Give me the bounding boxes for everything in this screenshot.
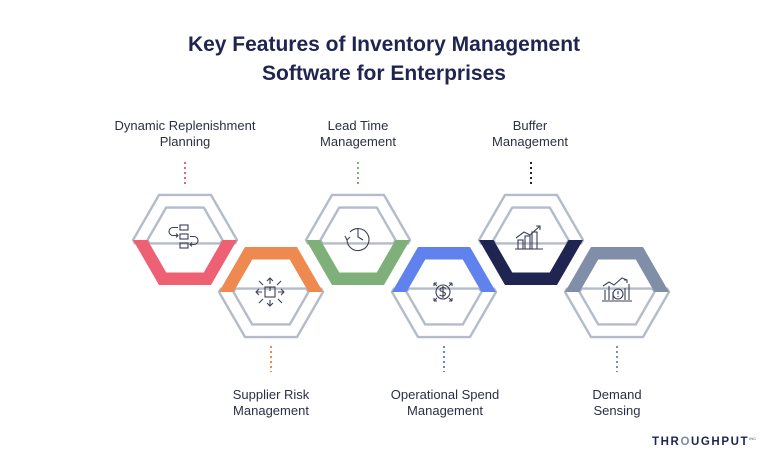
brand-logo: THROUGHPUTINC [652, 436, 757, 448]
hex-band-1 [133, 240, 237, 286]
hex-outline-1 [131, 193, 239, 245]
page-title: Key Features of Inventory Management Sof… [0, 30, 768, 88]
hex-module-6 [563, 246, 671, 339]
hex-outline-5 [477, 193, 585, 245]
label-operational-spend: Operational Spend Management [390, 387, 500, 418]
label-demand-sensing: Demand Sensing [592, 387, 642, 418]
hex-band-5 [479, 240, 583, 286]
hex-band-6 [565, 246, 669, 292]
clock-rewind-icon [344, 228, 370, 252]
hex-module-3 [304, 193, 412, 286]
demand-chart-icon [602, 277, 632, 302]
label-supplier-risk: Supplier Risk Management [232, 387, 310, 418]
hex-band-2 [219, 246, 323, 292]
hex-module-1 [131, 193, 239, 286]
workflow-cycle-icon [168, 224, 199, 249]
hex-module-2 [217, 246, 325, 339]
label-dynamic-replenishment: Dynamic Replenishment Planning [114, 118, 256, 149]
hex-outline-6 [563, 287, 671, 339]
hex-band-3 [306, 240, 410, 286]
hex-band-4 [392, 246, 496, 292]
buffer-chart-icon [515, 225, 543, 250]
hex-module-5 [477, 193, 585, 286]
label-buffer: Buffer Management [492, 118, 568, 149]
title-line-1: Key Features of Inventory Management [187, 33, 581, 56]
hex-module-4 [390, 246, 498, 339]
title-line-2: Software for Enterprises [262, 62, 506, 85]
label-lead-time: Lead Time Management [320, 118, 396, 149]
box-arrows-out-icon [255, 277, 285, 307]
hex-outline-2 [217, 287, 325, 339]
dollar-coin-arrows-icon [433, 282, 453, 302]
